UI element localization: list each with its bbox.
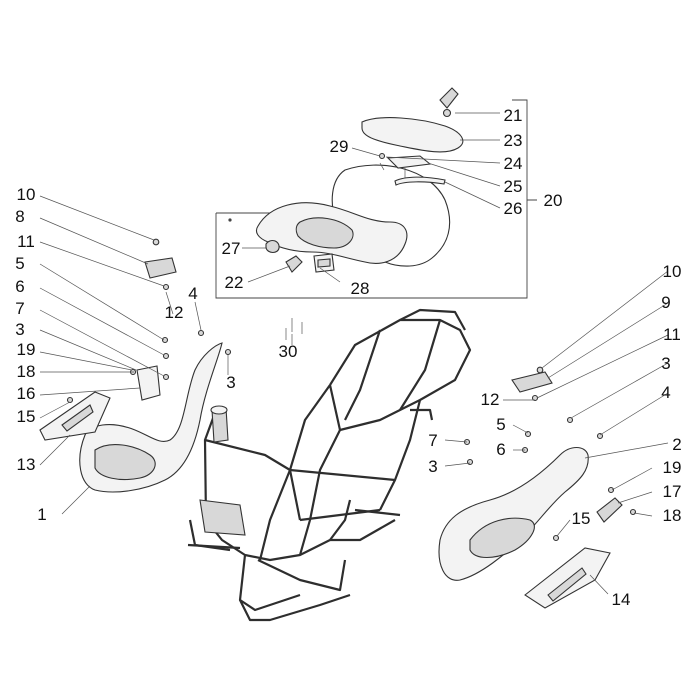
callout-18: 18 — [17, 362, 36, 381]
callout-9: 9 — [661, 293, 670, 312]
callout-10: 10 — [663, 262, 682, 281]
callout-12: 12 — [165, 303, 184, 322]
left-bracket — [136, 365, 161, 401]
reference-dot — [228, 218, 232, 222]
callout-20: 20 — [544, 191, 563, 210]
nut — [162, 352, 170, 360]
callout-3: 3 — [428, 457, 437, 476]
screw — [536, 366, 544, 374]
callout-10: 10 — [17, 185, 36, 204]
callout-3: 3 — [661, 354, 670, 373]
callout-4: 4 — [188, 284, 197, 303]
callout-17: 17 — [663, 482, 682, 501]
left-step-trim — [144, 257, 177, 279]
callout-13: 13 — [17, 455, 36, 474]
callout-23: 23 — [504, 131, 523, 150]
bracket-set-detail — [317, 258, 331, 268]
nut — [607, 486, 615, 494]
callout-30: 30 — [279, 342, 298, 361]
callout-22: 22 — [225, 273, 244, 292]
callout-24: 24 — [504, 154, 523, 173]
nut — [161, 336, 169, 344]
left-panel-group — [39, 238, 232, 493]
seat-support-bar — [394, 176, 446, 186]
callout-5: 5 — [496, 415, 505, 434]
callout-14: 14 — [612, 590, 631, 609]
callout-11: 11 — [663, 325, 681, 344]
release-lever — [285, 255, 303, 273]
right-panel-group — [438, 366, 637, 609]
seat-assembly-group — [215, 87, 537, 299]
callout-1: 1 — [37, 505, 46, 524]
nut — [596, 432, 604, 440]
nut — [629, 508, 637, 516]
nut — [524, 430, 532, 438]
callout-15: 15 — [17, 407, 36, 426]
right-foot-mat-grip — [547, 567, 587, 602]
nut — [162, 283, 170, 291]
callout-7: 7 — [15, 299, 24, 318]
left-shield-inner — [94, 444, 156, 481]
callout-27: 27 — [222, 239, 241, 258]
main-frame — [187, 308, 472, 622]
lock-cylinder — [265, 239, 280, 254]
nut — [66, 396, 74, 404]
left-foot-mat-grip — [61, 404, 94, 432]
callout-3: 3 — [15, 320, 24, 339]
screw — [378, 152, 386, 160]
callout-18: 18 — [663, 506, 682, 525]
right-bracket — [596, 497, 623, 523]
callout-6: 6 — [496, 440, 505, 459]
seat-hinge-knob — [439, 87, 459, 109]
leader-lines — [39, 112, 669, 595]
callout-15: 15 — [572, 509, 591, 528]
callout-2: 2 — [672, 435, 681, 454]
callout-28: 28 — [351, 279, 370, 298]
callout-25: 25 — [504, 177, 523, 196]
callout-7: 7 — [428, 431, 437, 450]
nut — [552, 534, 560, 542]
compartment-inner — [295, 217, 354, 249]
right-footboard — [438, 446, 589, 581]
screw — [152, 238, 160, 246]
callout-8: 8 — [15, 207, 24, 226]
seat-pad — [361, 117, 464, 153]
nut — [566, 416, 574, 424]
callout-5: 5 — [15, 254, 24, 273]
group-bracket-20 — [215, 99, 537, 299]
steering-head-top — [210, 405, 228, 415]
callout-4: 4 — [661, 383, 670, 402]
callout-21: 21 — [504, 106, 523, 125]
engine-mount — [199, 499, 246, 536]
right-step-trim — [511, 371, 553, 393]
callout-29: 29 — [330, 137, 349, 156]
nut — [224, 348, 232, 356]
nut — [466, 458, 474, 466]
callout-labels: 1 2 3 3 3 3 4 4 5 5 6 6 7 7 8 9 10 10 11… — [15, 106, 681, 609]
right-footboard-inner — [469, 517, 535, 559]
screw-pin — [379, 162, 385, 171]
clip-group — [285, 318, 303, 340]
callout-12: 12 — [481, 390, 500, 409]
callout-19: 19 — [17, 340, 36, 359]
seat-screw — [442, 108, 452, 118]
nut — [162, 373, 170, 381]
callout-26: 26 — [504, 199, 523, 218]
nut — [197, 329, 205, 337]
callout-11: 11 — [17, 232, 35, 251]
callout-16: 16 — [17, 384, 36, 403]
right-foot-mat — [524, 547, 611, 609]
callout-6: 6 — [15, 277, 24, 296]
callout-3: 3 — [226, 373, 235, 392]
callout-19: 19 — [663, 458, 682, 477]
